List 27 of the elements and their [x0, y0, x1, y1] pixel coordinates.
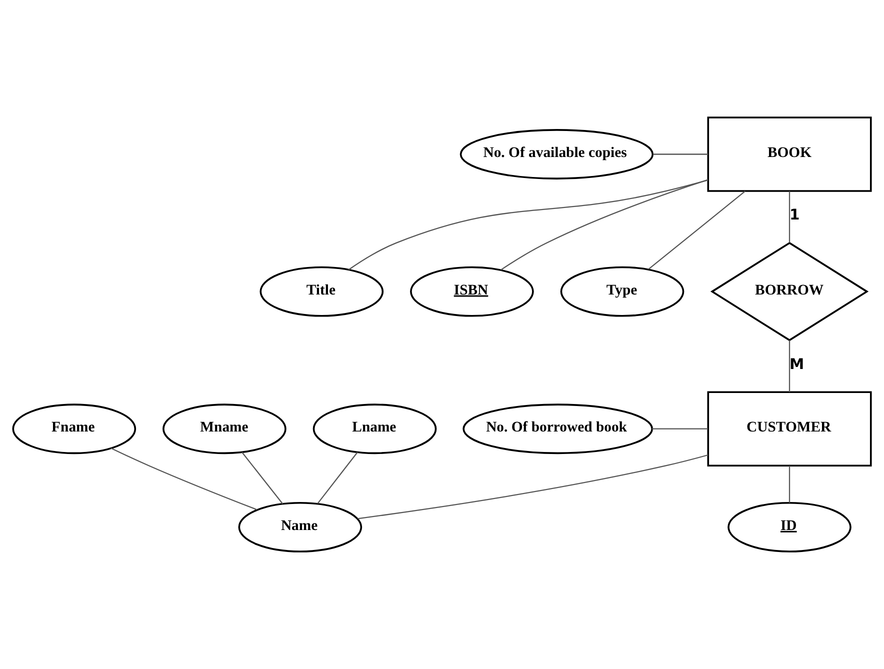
edge-label: 1 [790, 206, 800, 224]
node-ellipse: Mname [162, 404, 286, 454]
connector [317, 452, 358, 504]
connector [358, 454, 708, 520]
connector [110, 448, 258, 510]
connector [348, 180, 708, 270]
node-ellipse: ID [728, 502, 852, 552]
connector [788, 191, 790, 243]
node-box: CUSTOMER [707, 391, 872, 466]
node-ellipse: Fname [12, 404, 136, 454]
node-ellipse: No. Of available copies [460, 129, 654, 180]
connector [653, 154, 708, 155]
connector [788, 466, 790, 503]
connector [500, 179, 708, 270]
node-ellipse: Lname [312, 404, 437, 454]
node-ellipse: ISBN [410, 266, 534, 317]
node-diamond: BORROW [710, 242, 869, 342]
node-ellipse: Type [560, 266, 684, 317]
node-ellipse: Name [238, 502, 362, 552]
node-ellipse: No. Of borrowed book [462, 404, 654, 454]
connector [648, 190, 746, 270]
connector [652, 428, 708, 430]
node-box: BOOK [707, 116, 872, 192]
connector [242, 452, 284, 504]
node-ellipse: Title [260, 266, 384, 317]
edge-label: M [790, 356, 804, 373]
connector [788, 340, 790, 392]
